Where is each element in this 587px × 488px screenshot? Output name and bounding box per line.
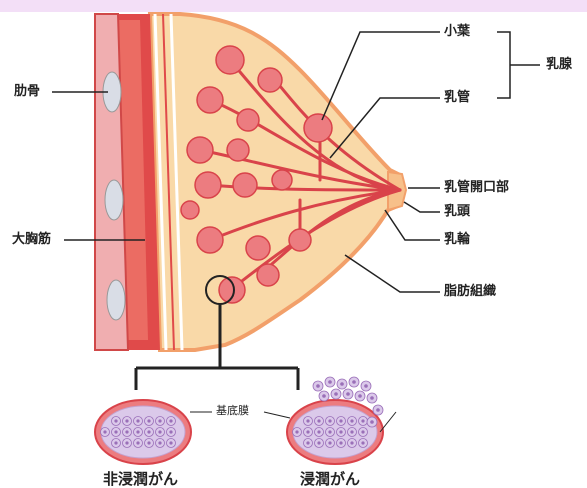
cell-nucleus — [350, 430, 353, 433]
cell-nucleus — [169, 419, 172, 422]
label-mammary-gland: 乳腺 — [546, 57, 572, 73]
cell-nucleus — [316, 384, 320, 388]
invasive-leader — [380, 412, 396, 432]
cell-nucleus — [376, 408, 380, 412]
cell-nucleus — [328, 441, 331, 444]
basement-leader-right — [264, 412, 290, 418]
cell-nucleus — [352, 380, 356, 384]
cell-nucleus — [158, 430, 161, 433]
label-lobule: 小葉 — [444, 24, 470, 40]
cell-nucleus — [328, 380, 332, 384]
label-duct: 乳管 — [444, 90, 470, 106]
cell-nucleus — [136, 441, 139, 444]
cell-nucleus — [358, 394, 362, 398]
cell-nucleus — [317, 419, 320, 422]
cell-nucleus — [147, 441, 150, 444]
cell-nucleus — [103, 430, 106, 433]
cell-nucleus — [136, 430, 139, 433]
label-basement-membrane: 基底膜 — [214, 404, 251, 418]
rib-2 — [105, 180, 123, 220]
cell-nucleus — [317, 430, 320, 433]
label-areola: 乳輪 — [444, 232, 470, 248]
cell-nucleus — [361, 419, 364, 422]
cell-nucleus — [322, 394, 326, 398]
label-pectoralis: 大胸筋 — [12, 232, 51, 248]
cell-nucleus — [125, 430, 128, 433]
cell-nucleus — [158, 419, 161, 422]
cell-nucleus — [346, 392, 350, 396]
cell-nucleus — [306, 430, 309, 433]
cell-nucleus — [364, 384, 368, 388]
cell-nucleus — [125, 419, 128, 422]
cell-nucleus — [114, 419, 117, 422]
cell-nucleus — [306, 419, 309, 422]
cell-nucleus — [339, 430, 342, 433]
cell-nucleus — [317, 441, 320, 444]
cell-nucleus — [361, 430, 364, 433]
cell-nucleus — [169, 441, 172, 444]
cell-nucleus — [114, 441, 117, 444]
cell-nucleus — [158, 441, 161, 444]
cell-nucleus — [350, 441, 353, 444]
label-duct-opening: 乳管開口部 — [444, 180, 509, 196]
cell-nucleus — [350, 419, 353, 422]
cell-nucleus — [339, 419, 342, 422]
cell-nucleus — [125, 441, 128, 444]
label-non-invasive: 非浸潤がん — [103, 470, 178, 488]
label-fat-tissue: 脂肪組織 — [444, 284, 496, 300]
label-invasive: 浸潤がん — [300, 470, 360, 488]
cell-nucleus — [361, 441, 364, 444]
cell-nucleus — [306, 441, 309, 444]
cell-nucleus — [340, 382, 344, 386]
cell-nucleus — [370, 420, 374, 424]
cell-nucleus — [147, 419, 150, 422]
cell-nucleus — [169, 430, 172, 433]
label-nipple: 乳頭 — [444, 204, 470, 220]
cell-nucleus — [328, 430, 331, 433]
cell-nucleus — [136, 419, 139, 422]
label-rib: 肋骨 — [14, 84, 40, 100]
cell-nucleus — [334, 392, 338, 396]
rib-3 — [107, 280, 125, 320]
cell-nucleus — [370, 396, 374, 400]
cell-nucleus — [339, 441, 342, 444]
cell-nucleus — [114, 430, 117, 433]
cell-nucleus — [328, 419, 331, 422]
cell-nucleus — [147, 430, 150, 433]
cell-nucleus — [295, 430, 298, 433]
